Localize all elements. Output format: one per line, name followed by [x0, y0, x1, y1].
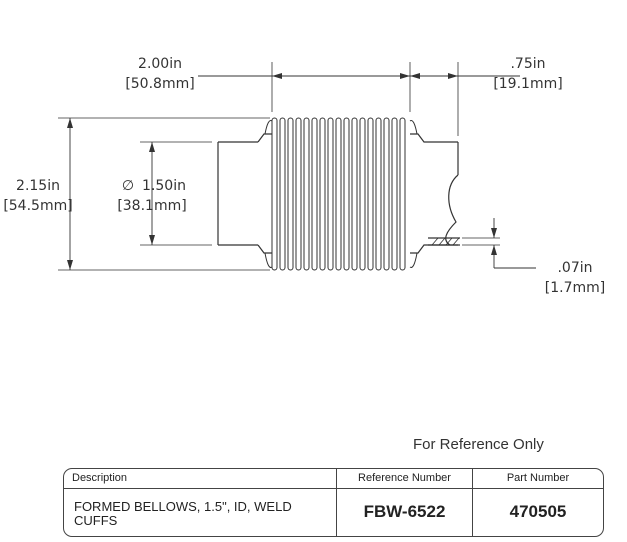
od-mm-label: [54.5mm]: [3, 198, 72, 214]
reference-note: For Reference Only: [413, 436, 544, 453]
arrowheads: [67, 73, 497, 270]
right-cuff: [410, 133, 460, 254]
reference-number-header: Reference Number: [336, 469, 472, 488]
wall-thickness-in-label: .07in: [557, 260, 592, 276]
length-mm-label: [50.8mm]: [125, 76, 194, 92]
title-block-body: FORMED BELLOWS, 1.5", ID, WELD CUFFS FBW…: [64, 488, 603, 536]
cuff-length-in-label: .75in: [510, 56, 545, 72]
length-in-label: 2.00in: [138, 56, 182, 72]
part-number-value: 470505: [472, 488, 603, 536]
reference-number-value: FBW-6522: [336, 488, 472, 536]
wall-hatch: [431, 237, 460, 246]
title-block-header: Description Reference Number Part Number: [64, 469, 603, 489]
bellows-convolutions: [264, 117, 418, 271]
id-mm-label: [38.1mm]: [117, 198, 186, 214]
extension-lines: [58, 62, 500, 271]
cuff-length-mm-label: [19.1mm]: [493, 76, 562, 92]
id-in-label: 1.50in: [142, 178, 186, 194]
left-cuff: [217, 133, 272, 254]
part-number-header: Part Number: [472, 469, 603, 488]
od-in-label: 2.15in: [16, 178, 60, 194]
diameter-symbol: ∅: [122, 178, 134, 194]
dimension-lines: [69, 75, 536, 270]
description-header: Description: [72, 472, 128, 484]
description-value: FORMED BELLOWS, 1.5", ID, WELD CUFFS: [74, 499, 292, 528]
title-block: Description Reference Number Part Number…: [63, 468, 604, 537]
wall-thickness-mm-label: [1.7mm]: [545, 280, 605, 296]
